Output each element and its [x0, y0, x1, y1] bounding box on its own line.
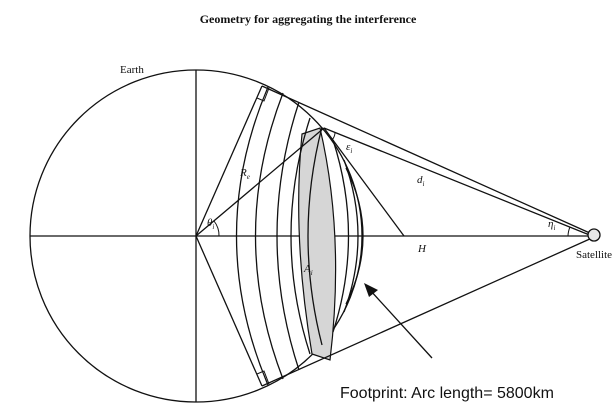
- epsilon-angle-arc: [331, 132, 336, 141]
- shaded-area-segment: [298, 127, 337, 361]
- diagram-title: Geometry for aggregating the interferenc…: [200, 12, 417, 26]
- satellite-icon: [587, 228, 601, 242]
- theta-main: θ: [207, 217, 213, 229]
- footprint-arrow-shaft: [369, 289, 433, 359]
- radius-lower: [195, 235, 263, 387]
- eta-main: η: [548, 218, 553, 230]
- eta-sub: i: [553, 224, 555, 232]
- upper-tangent-line: [261, 85, 593, 235]
- re-label: Re: [239, 167, 250, 181]
- epsilon-sub: i: [350, 147, 352, 155]
- radius-to-point-i: [195, 127, 325, 237]
- theta-sub: i: [212, 223, 214, 231]
- footprint-arc-7: [343, 159, 359, 313]
- earth-label: Earth: [120, 64, 144, 76]
- d-sub: i: [423, 180, 425, 188]
- eta-label: ηi: [548, 218, 555, 232]
- theta-angle-arc: [213, 220, 220, 237]
- h-label: H: [417, 243, 427, 255]
- re-main: R: [239, 167, 247, 179]
- a-main: A: [303, 263, 311, 275]
- satellite-label: Satellite: [576, 249, 612, 261]
- footprint-label: Footprint: Arc length= 5800km: [340, 385, 554, 402]
- local-vertical-line: [323, 127, 405, 237]
- radius-to-tangent: [195, 85, 263, 237]
- footprint-arc-3: [276, 101, 300, 371]
- footprint-arrowhead: [364, 283, 378, 297]
- d-label: di: [417, 174, 425, 188]
- a-sub: i: [311, 269, 313, 277]
- right-angle-marker-bottom: [256, 370, 270, 385]
- theta-label: θi: [207, 217, 214, 231]
- footprint-arc-1: [235, 86, 269, 386]
- footprint-arc-8: [345, 167, 364, 305]
- footprint-arc-2: [254, 92, 284, 380]
- eta-angle-arc: [567, 226, 571, 237]
- lower-tangent-line: [261, 237, 593, 387]
- right-angle-marker-top: [256, 87, 270, 102]
- a-label: Ai: [303, 263, 313, 277]
- epsilon-main: ε: [346, 141, 351, 153]
- epsilon-label: εi: [346, 141, 352, 155]
- re-sub: e: [247, 173, 250, 181]
- footprint-arc-6: [332, 139, 350, 333]
- slant-range-line: [323, 127, 593, 237]
- footprint-arc-5: [307, 126, 323, 346]
- d-main: d: [417, 174, 423, 186]
